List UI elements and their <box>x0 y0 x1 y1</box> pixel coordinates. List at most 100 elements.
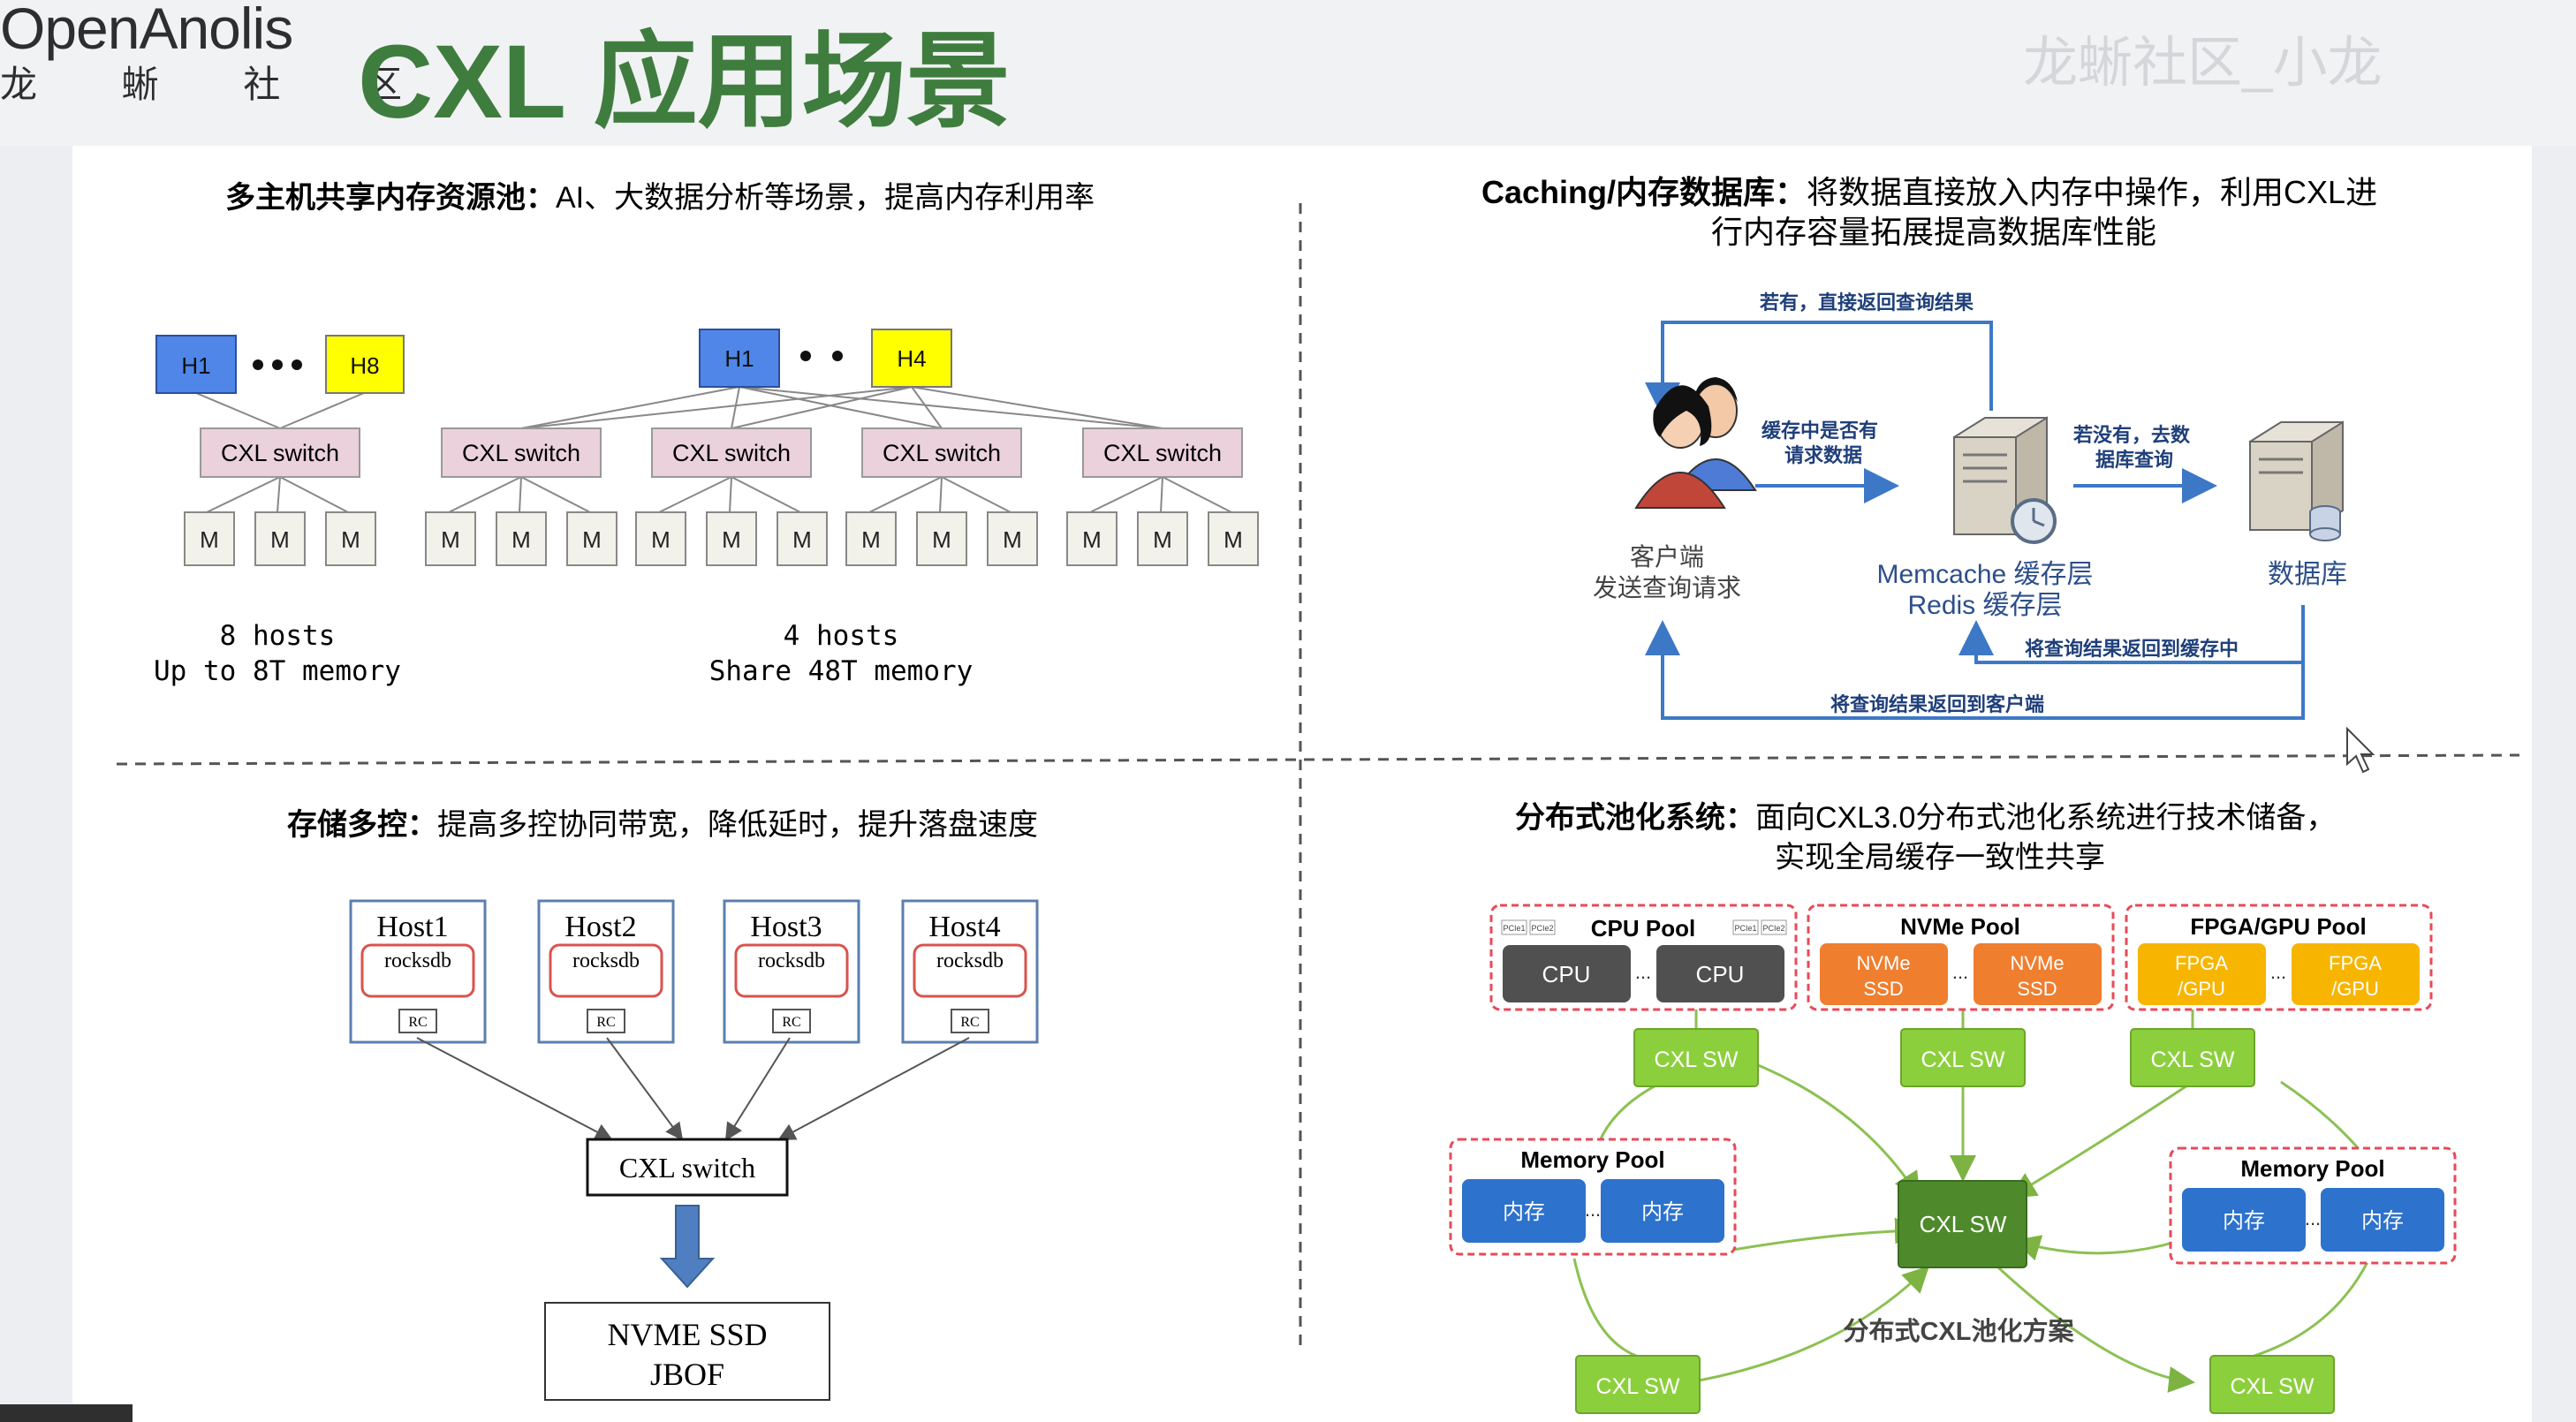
q2-heading: Caching/内存数据库：将数据直接放入内存中操作，利用CXL进 <box>1481 174 2377 210</box>
cxl-switch-label: CXL switch <box>1103 440 1222 466</box>
cxl-sw <box>2130 1028 2255 1087</box>
fpga-gpu-pool-label: FPGA/GPU Pool <box>2190 913 2366 940</box>
caption-4-hosts: 4 hosts <box>784 620 899 652</box>
rc-label: RC <box>408 1015 427 1030</box>
cache-check-label: 缓存中是否有 <box>1762 420 1878 442</box>
cxl-switch <box>1082 427 1243 478</box>
rc-box <box>951 1009 989 1033</box>
pcie-label: PCIe2 <box>1531 924 1553 933</box>
storage-host-label: Host1 <box>376 911 448 943</box>
nvme-chip-label: SSD <box>2017 978 2057 1000</box>
cxl-sw <box>1633 1028 1759 1087</box>
cxl-sw-label: CXL SW <box>1921 1048 2005 1072</box>
cxl-sw <box>1900 1028 2026 1087</box>
q3-host-links <box>416 1037 970 1141</box>
cxl-sw <box>2209 1355 2335 1414</box>
memory-module-label: M <box>511 526 531 553</box>
fpga-chip-label: /GPU <box>2178 978 2225 1000</box>
cache-miss-label: 据库查询 <box>2095 449 2173 471</box>
memory-module-label: M <box>1224 526 1243 553</box>
rc-label: RC <box>596 1015 615 1030</box>
memory-module-label: M <box>932 526 951 553</box>
host-h4-right <box>871 329 952 388</box>
q1-right-links <box>448 386 1232 513</box>
caption-48t-memory: Share 48T memory <box>709 655 974 687</box>
ellipsis: ... <box>2270 961 2286 983</box>
pcie-slot <box>1529 919 1556 935</box>
host-h1-left-label: H1 <box>181 352 210 379</box>
memory-module-label: M <box>792 526 812 553</box>
nvme-ssd-chip <box>1820 943 1948 1005</box>
client-label: 客户端 <box>1630 543 1704 571</box>
pcie-slot <box>1761 919 1787 935</box>
memory-chip-label: 内存 <box>2361 1209 2404 1233</box>
memory-module <box>706 511 757 566</box>
storage-cxl-switch-label: CXL switch <box>619 1152 755 1184</box>
fpga-chip-label: /GPU <box>2331 978 2379 1000</box>
cache-miss-label: 若没有，去数 <box>2073 424 2191 446</box>
memcache-layer-label: Memcache 缓存层 <box>1876 560 2093 589</box>
memory-chip <box>2321 1188 2444 1252</box>
nvme-chip-label: NVMe <box>2010 952 2064 974</box>
storage-cxl-switch <box>586 1138 789 1197</box>
shared-memory-pool-section: 多主机共享内存资源池：AI、大数据分析等场景，提高内存利用率 H1 <box>154 181 1259 687</box>
cxl-sw-label: CXL SW <box>1596 1374 1680 1399</box>
caching-database-section: Caching/内存数据库：将数据直接放入内存中操作，利用CXL进 行内存容量拓… <box>1481 174 2377 774</box>
storage-hosts: Host1rocksdbRCHost2rocksdbRCHost3rocksdb… <box>349 899 1039 1044</box>
memory-chip-label: 内存 <box>1641 1200 1684 1224</box>
watermark: 龙蜥社区_小龙 <box>2023 33 2383 94</box>
cpu-chip-label: CPU <box>1696 961 1745 987</box>
rocksdb-box <box>734 943 849 998</box>
pcie-slot <box>1501 919 1527 935</box>
caption-8t-memory: Up to 8T memory <box>154 655 401 687</box>
q4-heading-line2: 实现全局缓存一致性共享 <box>1775 841 2105 874</box>
cxl-sw <box>1575 1355 1701 1414</box>
storage-multi-controller-section: 存储多控：提高多控协同带宽，降低延时，提升落盘速度 Host1rocksdbRC… <box>287 808 1039 1401</box>
memory-module-label: M <box>341 526 360 553</box>
cxl-switch-label: CXL switch <box>883 440 1001 466</box>
memory-module <box>254 511 306 566</box>
memory-module <box>1066 511 1118 566</box>
memory-module <box>635 511 686 566</box>
client-users-icon <box>1634 377 1757 509</box>
memory-module-label: M <box>722 526 741 553</box>
rc-box <box>587 1009 625 1033</box>
cpu-chip <box>1503 945 1631 1002</box>
jbof-label: JBOF <box>650 1357 724 1392</box>
distributed-pooling-section: 分布式池化系统：面向CXL3.0分布式池化系统进行技术储备， 实现全局缓存一致性… <box>1449 801 2457 1414</box>
cxl-switch-label: CXL switch <box>221 440 339 466</box>
rc-box <box>398 1009 437 1033</box>
memory-module <box>184 511 235 566</box>
nvme-chip-label: SSD <box>1863 978 1903 1000</box>
cache-hit-label: 若有，直接返回查询结果 <box>1760 291 1974 314</box>
rocksdb-box <box>549 943 663 998</box>
host-h8-left-label: H8 <box>350 352 379 379</box>
cxl-sw-label: CXL SW <box>1655 1048 1739 1072</box>
nvme-ssd-label: NVME SSD <box>607 1317 767 1352</box>
pcie-label: PCIe1 <box>1734 924 1756 933</box>
memory-module-label: M <box>270 526 290 553</box>
redis-layer-label: Redis 缓存层 <box>1907 591 2062 620</box>
q1-heading: 多主机共享内存资源池：AI、大数据分析等场景，提高内存利用率 <box>225 181 1095 215</box>
cxl-switch-label: CXL switch <box>462 440 580 466</box>
cxl-switch <box>861 427 1022 478</box>
memory-module <box>566 511 617 566</box>
memory-chip-label: 内存 <box>1503 1200 1545 1224</box>
ellipsis-dot <box>292 359 302 370</box>
cpu-chip-label: CPU <box>1542 961 1591 987</box>
ellipsis: ... <box>1635 961 1651 983</box>
rocksdb-box <box>360 943 475 998</box>
database-label: 数据库 <box>2268 560 2347 589</box>
pooling-caption: 分布式CXL池化方案 <box>1843 1316 2074 1346</box>
memory-module-label: M <box>441 526 460 553</box>
memory-module-label: M <box>1153 526 1172 553</box>
host-h1-right <box>699 329 780 388</box>
memory-module <box>325 511 376 566</box>
central-cxl-sw <box>1898 1180 2027 1268</box>
fpga-gpu-chip <box>2292 943 2420 1005</box>
rc-label: RC <box>782 1015 800 1030</box>
bottom-tab-fragment <box>0 1404 133 1422</box>
host-h1-left <box>155 335 237 394</box>
